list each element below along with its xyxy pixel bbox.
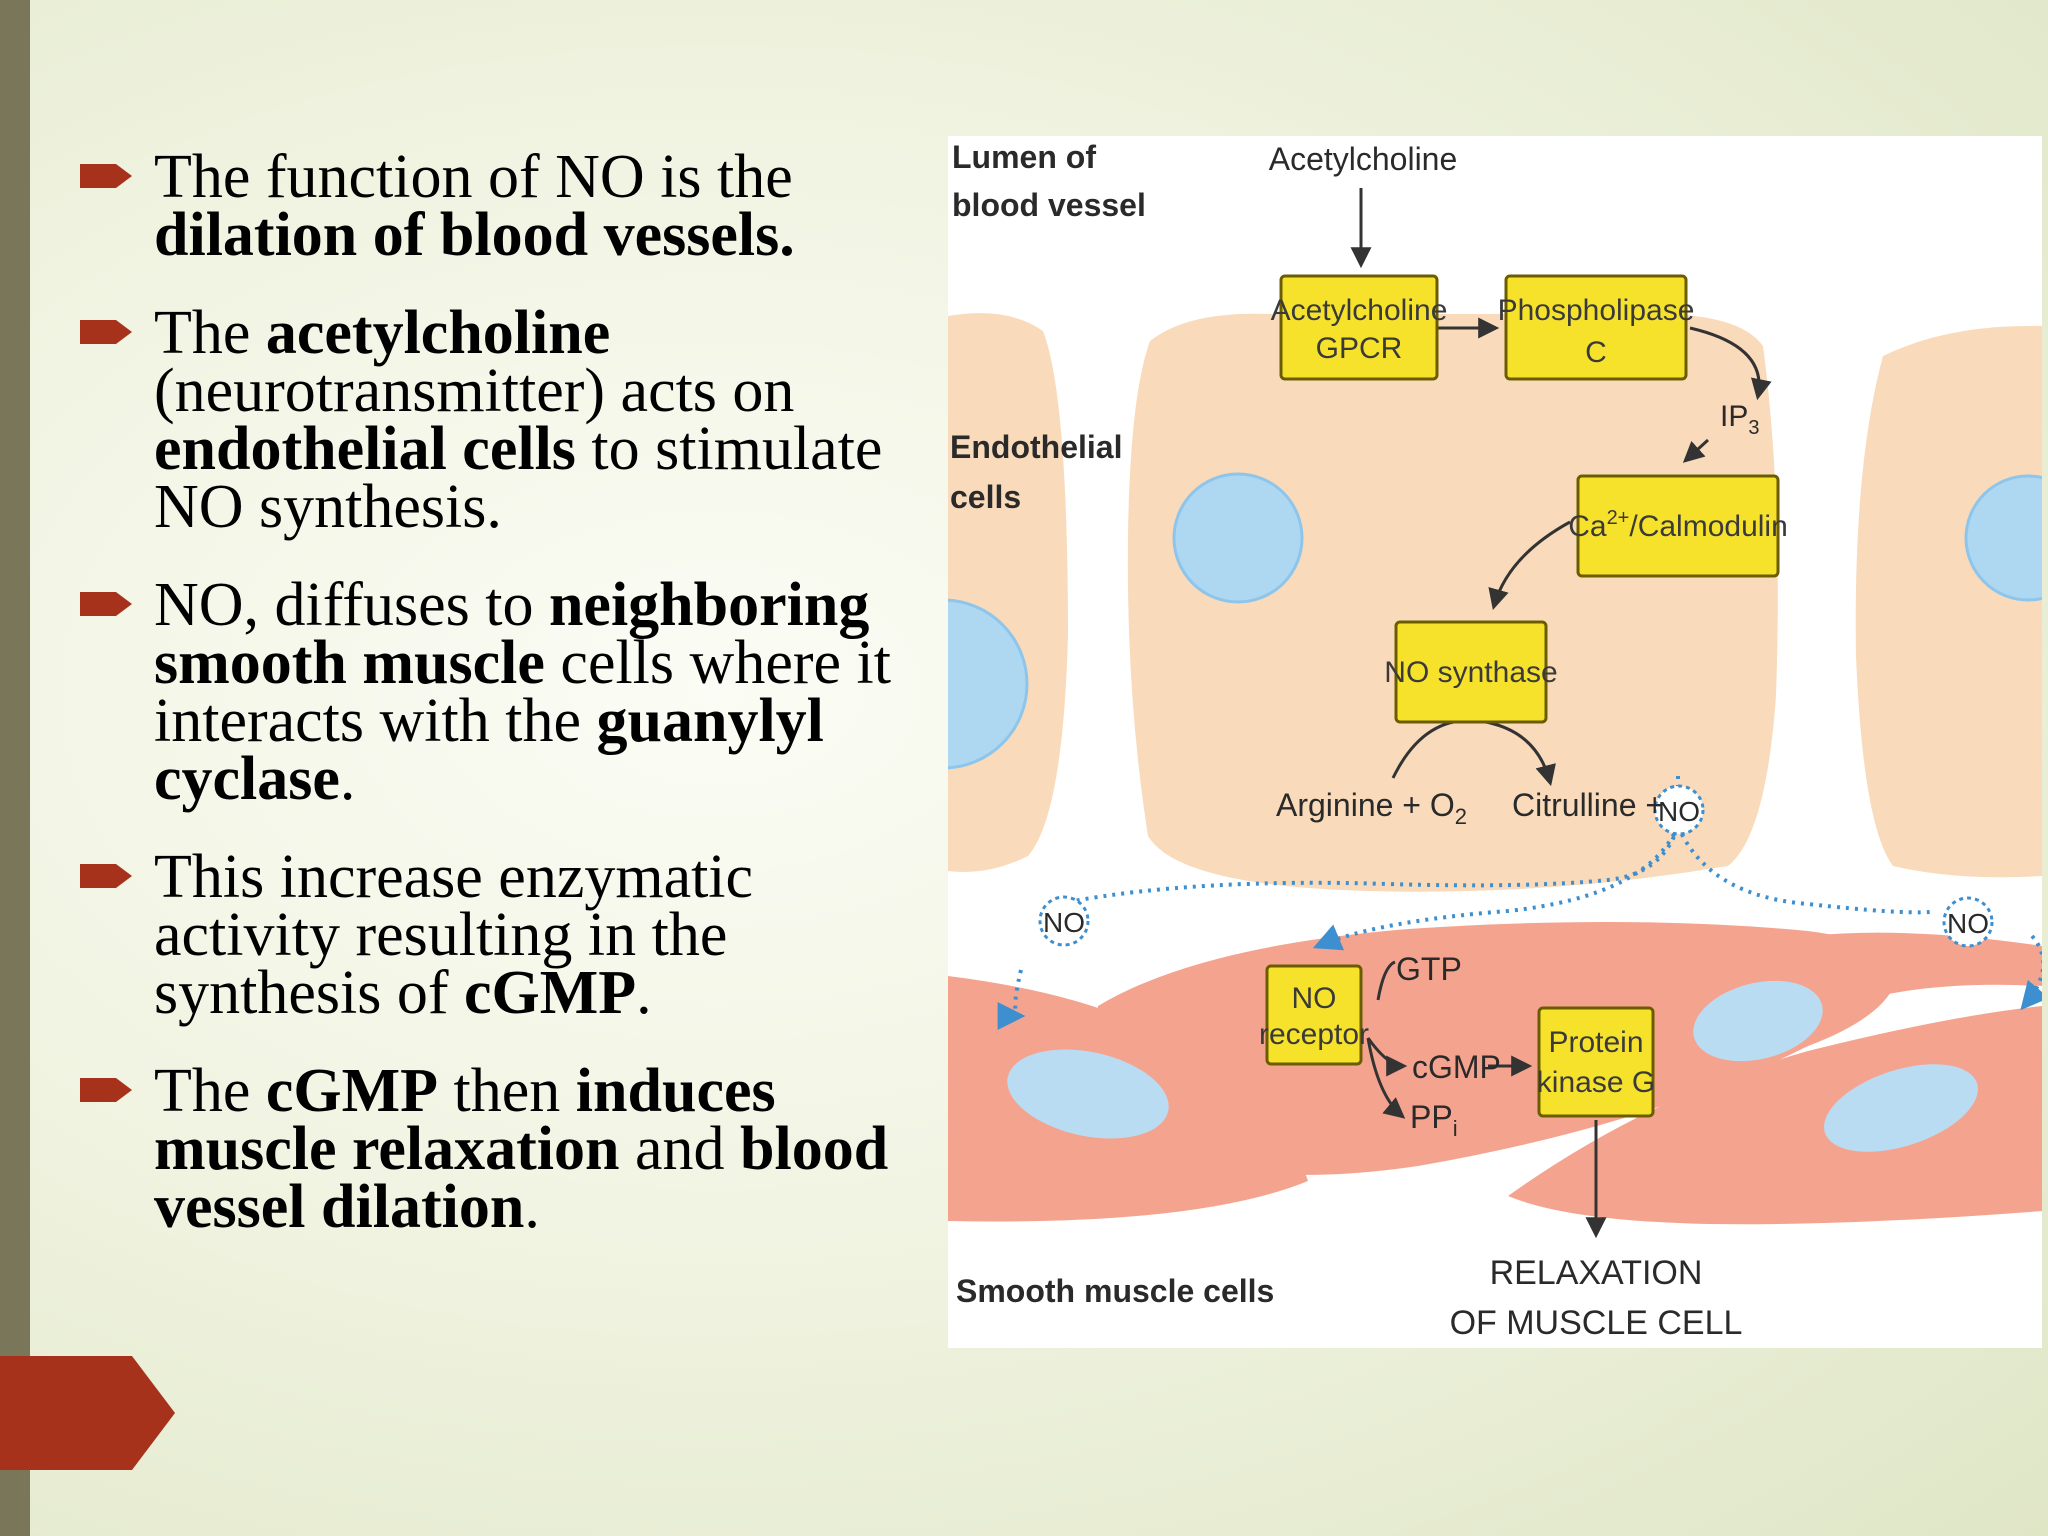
endothelial-cells: [948, 313, 2042, 892]
no-badge-center: [1653, 784, 1705, 836]
bullet-text-segment: endothelial cells: [154, 415, 576, 483]
nucleus: [1172, 472, 1304, 604]
bullet-text-segment: This increase enzymatic activity resulti…: [154, 843, 754, 1027]
no-receptor-label-1: NO: [1292, 982, 1337, 1015]
ppi-label: PPi: [1410, 1099, 1458, 1141]
no-molecule-badges: NO NO NO: [1038, 784, 1994, 948]
no-diffusion-paths: [997, 776, 2042, 1030]
bullet-item: NO, diffuses to neighboring smooth muscl…: [80, 574, 910, 810]
calmodulin-label: Ca2+/Calmodulin: [1568, 507, 1788, 543]
bullet-arrow-icon: [80, 320, 132, 344]
pathway-arrows: [1350, 188, 1772, 1239]
bullet-item: The cGMP then induces muscle relaxation …: [80, 1060, 910, 1238]
no-badge-right: [1942, 896, 1994, 948]
gpcr-label-2: GPCR: [1316, 332, 1403, 365]
ip3-label: IP3: [1720, 400, 1759, 439]
bullet-text-segment: blood vessel dilation: [154, 1115, 889, 1241]
bullet-text-segment: dilation of blood vessels.: [154, 201, 795, 269]
bullet-text-segment: to stimulate NO synthesis.: [154, 415, 883, 541]
gpcr-label-1: Acetylcholine: [1271, 294, 1448, 327]
bullet-list: The function of NO is the dilation of bl…: [80, 146, 910, 1276]
arginine-label: Arginine + O2: [1276, 787, 1467, 829]
endothelial-label-1: Endothelial: [950, 429, 1122, 465]
bullet-text-segment: cGMP: [265, 1057, 439, 1125]
corner-arrow-tab: [0, 1356, 175, 1470]
cgmp-label: cGMP: [1412, 1049, 1501, 1085]
bullet-text-segment: (neurotransmitter) acts on: [154, 357, 795, 425]
bullet-item: The function of NO is the dilation of bl…: [80, 146, 910, 266]
bullet-text-segment: The: [154, 299, 266, 367]
no-signaling-diagram: NO NO NO Acetylcholine GPCR Phospholipas…: [948, 136, 2042, 1348]
protein-kinase-g-box: Protein kinase G: [1537, 1006, 1655, 1118]
bullet-item: This increase enzymatic activity resulti…: [80, 846, 910, 1024]
lumen-label-1: Lumen of: [952, 139, 1096, 175]
bullet-text-segment: .: [339, 745, 356, 813]
bullet-text-segment: The function of NO is the: [154, 143, 793, 211]
no-badge-left-label: NO: [1043, 907, 1085, 938]
bullet-text-segment: then: [438, 1057, 576, 1125]
bullet-text-segment: NO, diffuses to: [154, 571, 549, 639]
no-synthase-box: NO synthase: [1384, 620, 1558, 724]
no-receptor-box: NO receptor: [1259, 964, 1369, 1066]
bullet-text-segment: .: [636, 959, 652, 1027]
bullet-arrow-icon: [80, 1078, 132, 1102]
bullet-text-segment: and: [619, 1115, 741, 1183]
bullet-text-segment: cGMP: [464, 959, 637, 1027]
bullet-text-segment: induces muscle relaxation: [154, 1057, 776, 1183]
pkg-label-1: Protein: [1548, 1026, 1643, 1059]
smooth-muscle-label: Smooth muscle cells: [956, 1273, 1274, 1309]
acetylcholine-label: Acetylcholine: [1269, 141, 1458, 177]
citrulline-label: Citrulline +: [1512, 787, 1664, 823]
bullet-text-segment: The: [154, 1057, 266, 1125]
gpcr-box: Acetylcholine GPCR: [1271, 274, 1448, 381]
no-synthase-label: NO synthase: [1384, 656, 1557, 689]
relaxation-label-2: OF MUSCLE CELL: [1450, 1304, 1743, 1342]
bullet-arrow-icon: [80, 592, 132, 616]
lumen-label-2: blood vessel: [952, 187, 1146, 223]
bullet-arrow-icon: [80, 864, 132, 888]
no-badge-right-label: NO: [1947, 908, 1989, 939]
nucleus: [1964, 474, 2042, 602]
left-accent-bar: [0, 0, 30, 1536]
bullet-text-segment: guanylyl cyclase: [154, 687, 824, 813]
phospholipase-box: Phospholipase C: [1498, 274, 1695, 381]
calmodulin-box: Ca2+/Calmodulin: [1568, 474, 1788, 578]
bullet-text-segment: acetylcholine: [265, 299, 611, 367]
bullet-item: The acetylcholine (neurotransmitter) act…: [80, 302, 910, 538]
no-badge-left: [1038, 895, 1090, 947]
phospholipase-label-2: C: [1585, 336, 1607, 369]
pkg-label-2: kinase G: [1537, 1066, 1655, 1099]
no-badge-center-label: NO: [1658, 796, 1700, 827]
gtp-label: GTP: [1396, 951, 1462, 987]
endothelial-label-2: cells: [950, 479, 1021, 515]
no-receptor-label-2: receptor: [1259, 1018, 1369, 1051]
bullet-text-segment: cells where it interacts with the: [154, 629, 891, 755]
bullet-arrow-icon: [80, 164, 132, 188]
bullet-text-segment: .: [524, 1173, 540, 1241]
bullet-text-segment: neighboring smooth muscle: [154, 571, 870, 697]
phospholipase-label-1: Phospholipase: [1498, 294, 1695, 327]
relaxation-label-1: RELAXATION: [1490, 1254, 1703, 1292]
nucleus: [948, 598, 1029, 770]
